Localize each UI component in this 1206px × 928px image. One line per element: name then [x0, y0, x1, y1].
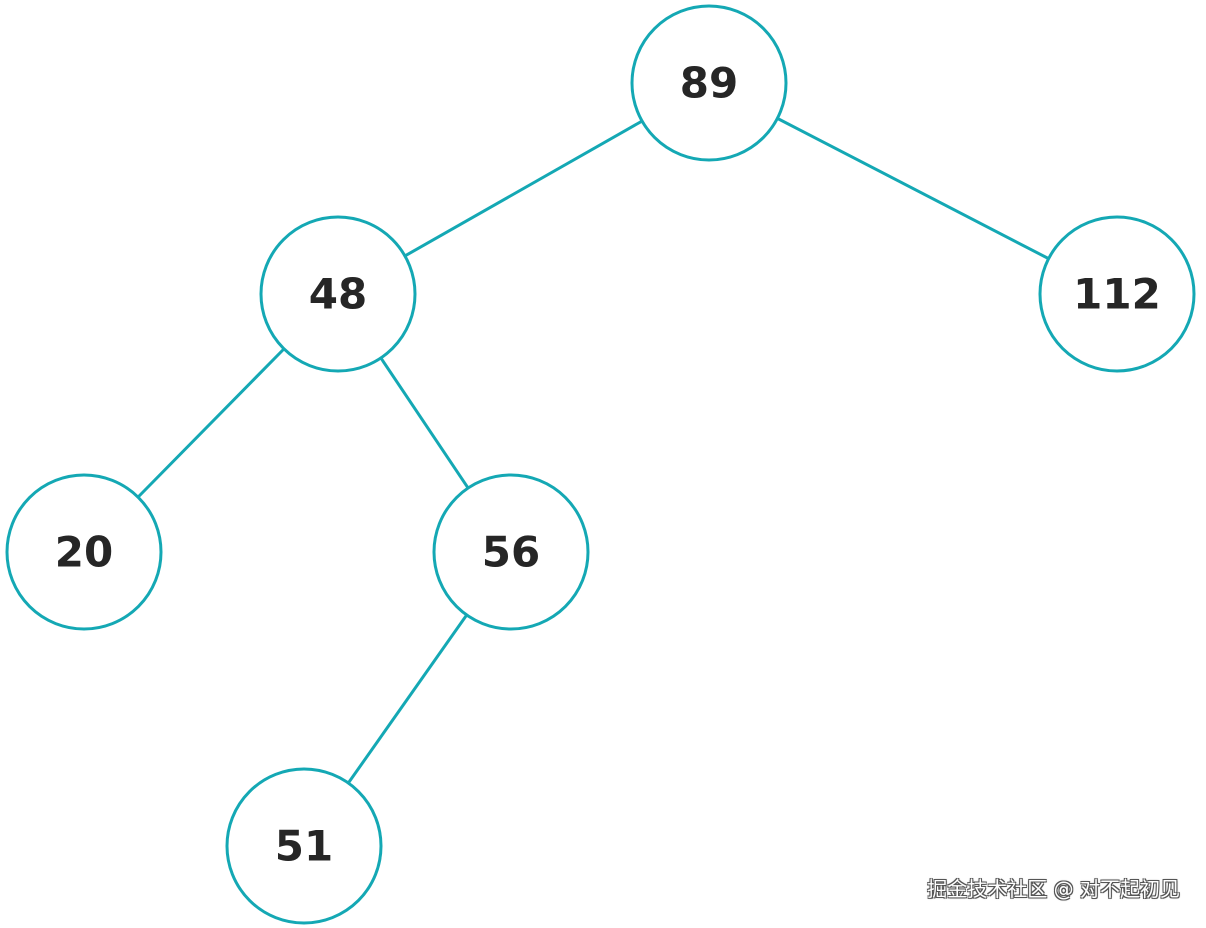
tree-nodes: 89 48 112 20 56 51 — [5, 4, 1196, 925]
tree-node-circle — [1038, 215, 1196, 373]
tree-node-label: 56 — [482, 528, 540, 577]
tree-edge — [404, 119, 643, 258]
tree-node: 112 — [1038, 215, 1196, 373]
tree-node-label: 20 — [55, 528, 113, 577]
tree-node: 89 — [630, 4, 788, 162]
tree-node-label: 51 — [275, 822, 333, 871]
tree-edge — [136, 347, 286, 499]
tree-edge — [776, 117, 1050, 260]
watermark-text: 掘金技术社区 @ 对不起初见 — [927, 877, 1180, 901]
tree-node: 56 — [432, 473, 590, 631]
tree-edge — [379, 357, 470, 489]
tree-node: 20 — [5, 473, 163, 631]
tree-edge — [347, 614, 468, 784]
tree-node-label: 48 — [309, 270, 367, 319]
tree-node: 48 — [259, 215, 417, 373]
tree-edges — [136, 117, 1050, 784]
tree-node-label: 89 — [680, 59, 738, 108]
tree-node-circle — [5, 473, 163, 631]
tree-node-circle — [630, 4, 788, 162]
tree-node-label: 112 — [1073, 270, 1161, 319]
tree-node-circle — [225, 767, 383, 925]
tree-node: 51 — [225, 767, 383, 925]
tree-node-circle — [259, 215, 417, 373]
tree-node-circle — [432, 473, 590, 631]
